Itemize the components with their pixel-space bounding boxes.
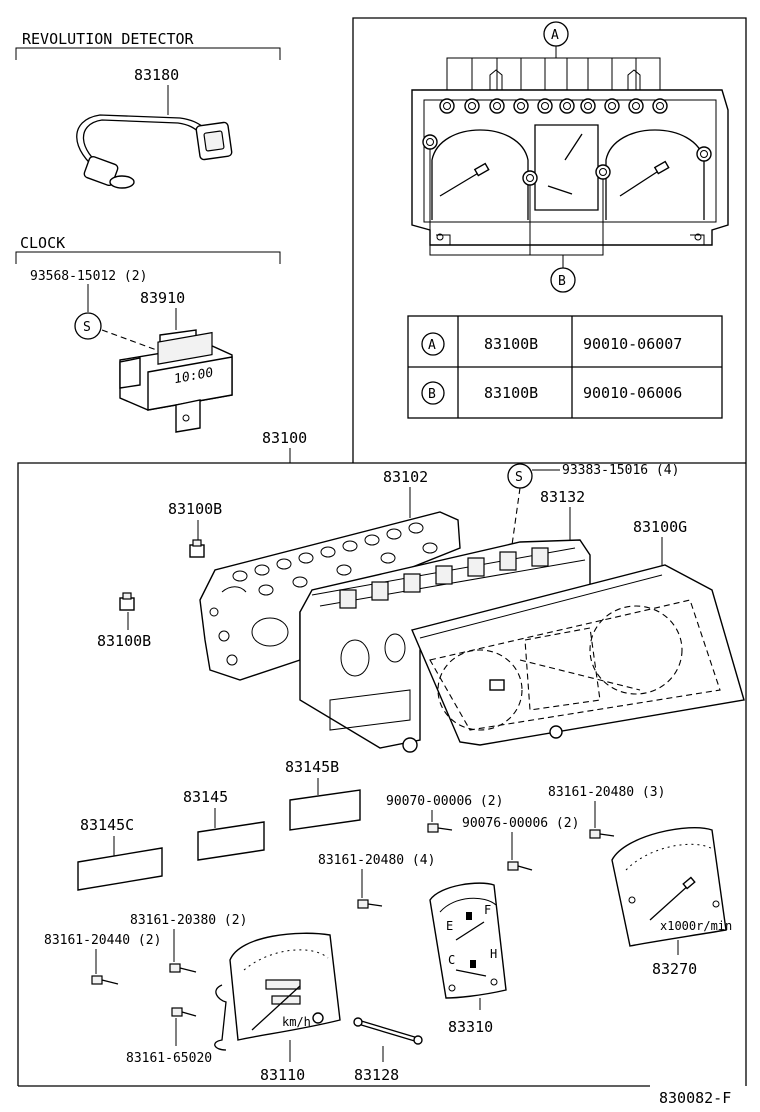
part-label-93568: 93568-15012 (2) [30,269,147,284]
part-label-83180: 83180 [134,66,179,84]
table-row-a-number: 90010-06007 [583,335,682,353]
part-label-83100B-top: 83100B [168,500,222,518]
screw-83161-20440 [91,975,119,985]
part-label-83270: 83270 [652,960,697,978]
part-label-83161-20480-3: 83161-20480 (3) [548,785,665,800]
part-label-83145: 83145 [183,788,228,806]
callout-b-circle [550,267,576,293]
screw-callout-s-clock [74,312,102,340]
table-row-b-key: B [428,387,436,402]
clock-display-text: 10:00 [174,365,213,387]
part-label-83110: 83110 [260,1066,305,1084]
callout-b: B [558,274,566,289]
part-label-83100G: 83100G [633,518,687,536]
lens-83145 [197,821,265,861]
table-row-b-part: 83100B [484,384,538,402]
part-label-93383: 93383-15016 (4) [562,463,679,478]
gauge-fuel-e: E [446,919,453,933]
tachometer: x1000r/min [611,826,732,947]
callout-a: A [551,28,559,43]
part-label-83161-20480-4: 83161-20480 (4) [318,853,435,868]
part-label-83132: 83132 [540,488,585,506]
part-label-83100B-left: 83100B [97,632,151,650]
bulb-83100B-left [119,592,135,611]
bulb-table: A 83100B 90010-06007 B 83100B 90010-0600… [407,315,723,419]
part-label-90070: 90070-00006 (2) [386,794,503,809]
frame-lines [15,17,747,1087]
part-label-83310: 83310 [448,1018,493,1036]
revolution-detector-part [76,114,233,189]
callout-s-bracket: S [515,470,523,485]
meter-glass [411,564,745,746]
meter-case [299,539,591,753]
part-label-83128: 83128 [354,1066,399,1084]
combination-meter-housing [411,69,729,246]
screw-90070 [427,823,453,833]
bulb-leaders-b [429,149,604,268]
screw-83161-20380 [169,963,197,973]
lens-83145C [77,847,163,891]
bulb-83100B-top [189,539,205,558]
part-label-83145B: 83145B [285,758,339,776]
gauge-temp-c: C [448,953,455,967]
table-row-a-part: 83100B [484,335,538,353]
cable-83128 [353,1017,423,1045]
bulb-sockets [422,98,712,186]
part-label-83100: 83100 [262,429,307,447]
screw-83161-20480-b [357,899,383,909]
screw-83161-20480-a [589,829,615,839]
screw-90076 [507,861,533,871]
part-label-83161-20380: 83161-20380 (2) [130,913,247,928]
part-label-83145C: 83145C [80,816,134,834]
tachometer-unit: x1000r/min [660,919,732,933]
fuel-temp-gauge: E F C H [429,882,507,999]
part-label-90076: 90076-00006 (2) [462,816,579,831]
gauge-fuel-f: F [484,903,491,917]
part-label-83161-65020: 83161-65020 [126,1051,212,1066]
table-row-b-number: 90010-06006 [583,384,682,402]
speedometer-unit: km/h [282,1015,311,1029]
table-row-a-key: A [428,338,436,353]
clock-heading: CLOCK [20,234,65,252]
lens-83145B [289,789,361,831]
part-label-83102: 83102 [383,468,428,486]
speedometer: km/h [214,932,341,1051]
screw-83161-65020 [171,1007,197,1017]
revolution-detector-heading: REVOLUTION DETECTOR [22,30,195,48]
gauge-temp-h: H [490,947,497,961]
part-label-83910: 83910 [140,289,185,307]
callout-s-clock: S [83,320,91,335]
part-label-83161-20440: 83161-20440 (2) [44,933,161,948]
clock-part: 10:00 [119,329,233,433]
diagram-id: 830082-F [659,1089,731,1107]
